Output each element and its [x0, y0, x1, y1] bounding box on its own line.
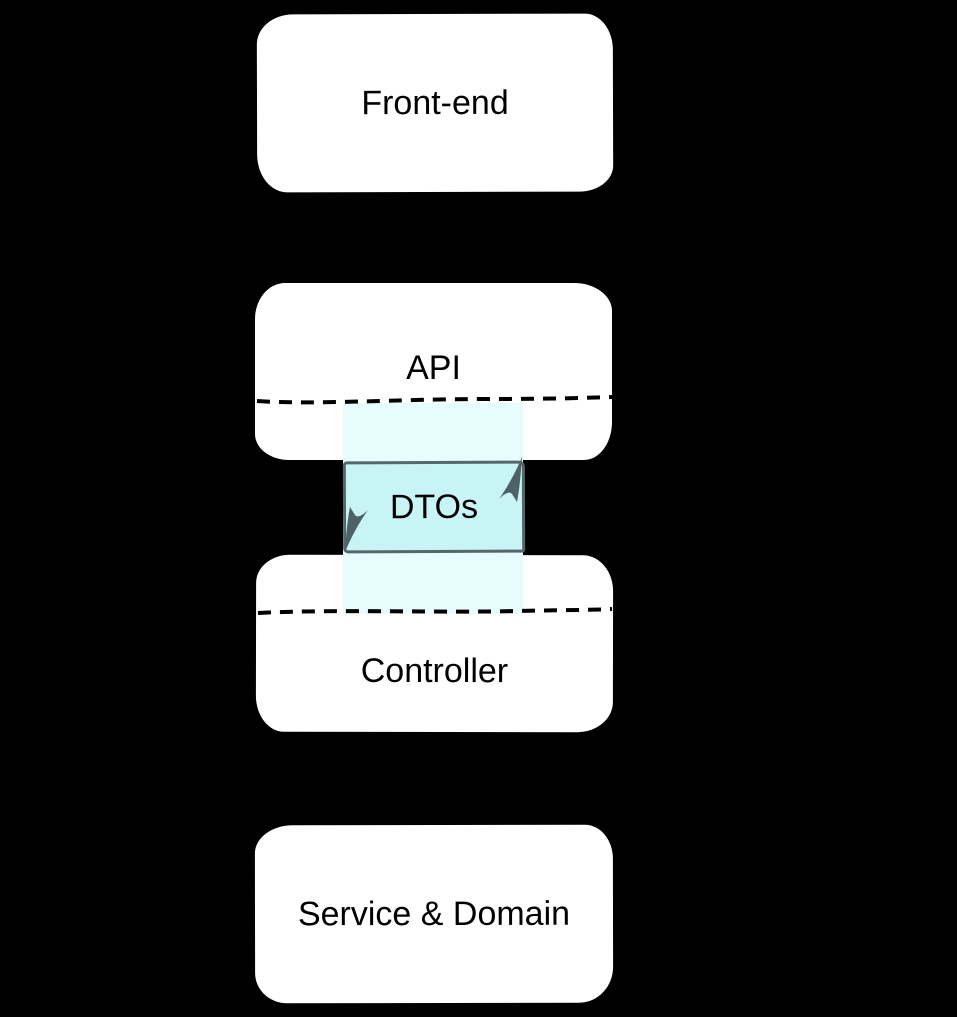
- node-controller-label: Controller: [360, 651, 509, 691]
- node-service-domain: Service & Domain: [254, 824, 614, 1004]
- dto-up-arrow-icon: [499, 457, 522, 502]
- dto-down-arrow-icon: [345, 507, 368, 552]
- controller-dashed-divider: [257, 607, 613, 615]
- node-front-end-label: Front-end: [361, 83, 509, 122]
- node-service-domain-label: Service & Domain: [297, 894, 571, 933]
- node-dtos-label: DTOs: [389, 487, 479, 526]
- node-front-end: Front-end: [256, 13, 614, 193]
- node-api-label: API: [406, 349, 461, 387]
- api-dashed-divider: [256, 395, 613, 405]
